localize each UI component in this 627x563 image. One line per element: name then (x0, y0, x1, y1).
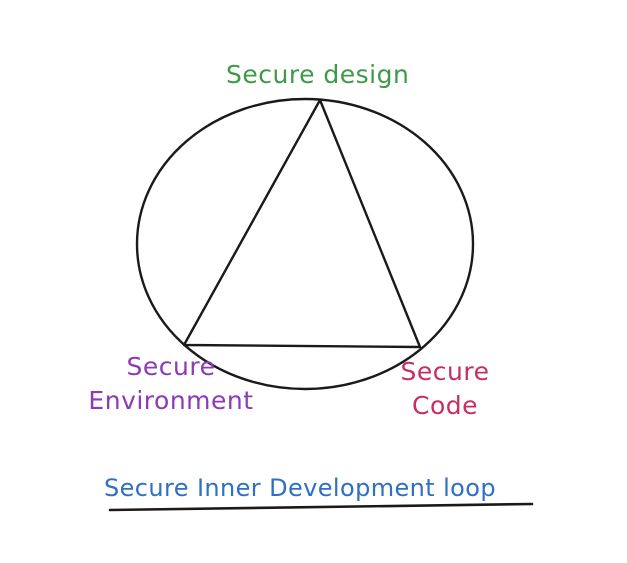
label-secure-environment: Secure Environment (86, 350, 256, 418)
label-secure-environment-line2: Environment (88, 386, 254, 415)
label-secure-environment-line1: Secure (126, 352, 216, 381)
loop-ellipse (135, 97, 475, 391)
diagram-title: Secure Inner Development loop (104, 474, 496, 502)
title-underline (108, 502, 534, 512)
triangle (182, 98, 422, 349)
label-secure-design: Secure design (226, 60, 410, 89)
label-secure-code-line2: Code (411, 391, 478, 420)
label-secure-code: Secure Code (390, 355, 500, 423)
label-secure-code-line1: Secure (400, 357, 490, 386)
